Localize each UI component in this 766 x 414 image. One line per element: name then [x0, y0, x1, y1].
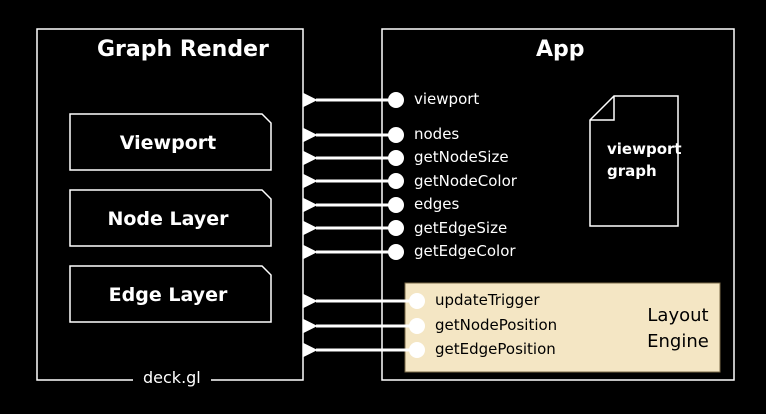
- engine-arrow-1: [302, 318, 425, 334]
- prop-nodes: nodes: [414, 125, 460, 143]
- app-document-shape: [589, 95, 679, 227]
- prop-get-node-size: getNodeSize: [414, 148, 509, 166]
- app-arrow-1: [302, 127, 404, 143]
- engine-arrow-2-dot: [409, 342, 425, 358]
- engine-arrow-2: [302, 342, 425, 358]
- app-arrow-5-dot: [388, 220, 404, 236]
- prop-get-edge-size: getEdgeSize: [414, 219, 508, 237]
- graph-render-title: Graph Render: [97, 37, 269, 62]
- viewport-layer-box: [69, 113, 272, 171]
- app-arrow-2: [302, 150, 404, 166]
- document-line-graph: graph: [607, 162, 657, 180]
- graph-render-box: [36, 28, 304, 381]
- prop-viewport: viewport: [414, 90, 480, 108]
- app-arrow-6: [302, 244, 404, 260]
- engine-arrow-1-dot: [409, 318, 425, 334]
- app-arrow-3-dot: [388, 173, 404, 189]
- app-arrow-3: [302, 173, 404, 189]
- prop-get-node-position: getNodePosition: [435, 316, 558, 334]
- app-arrow-5: [302, 220, 404, 236]
- app-arrow-6-dot: [388, 244, 404, 260]
- app-arrow-0-dot: [388, 92, 404, 108]
- document-line-viewport: viewport: [607, 140, 682, 158]
- deck-gl-label: deck.gl: [133, 370, 211, 386]
- layout-engine-title-line-2: Engine: [647, 331, 709, 352]
- engine-arrows: [302, 293, 425, 358]
- layout-engine-title-line-1: Layout: [647, 305, 709, 326]
- edge-layer-label: Edge Layer: [108, 284, 228, 306]
- layout-engine-box: [404, 282, 721, 373]
- node-layer-box: [69, 189, 272, 247]
- app-title: App: [536, 37, 585, 62]
- edge-layer-box: [69, 265, 272, 323]
- app-arrows: [302, 92, 404, 260]
- engine-arrow-0: [302, 293, 425, 309]
- prop-update-trigger: updateTrigger: [435, 291, 540, 309]
- viewport-layer-label: Viewport: [119, 132, 217, 154]
- app-arrow-0: [302, 92, 404, 108]
- app-arrow-1-dot: [388, 127, 404, 143]
- prop-get-edge-color: getEdgeColor: [414, 242, 516, 260]
- engine-arrow-0-dot: [409, 293, 425, 309]
- node-layer-label: Node Layer: [107, 208, 229, 230]
- prop-edges: edges: [414, 195, 460, 213]
- app-arrow-4-dot: [388, 197, 404, 213]
- app-arrow-4: [302, 197, 404, 213]
- prop-get-edge-position: getEdgePosition: [435, 340, 556, 358]
- app-arrow-2-dot: [388, 150, 404, 166]
- prop-get-node-color: getNodeColor: [414, 172, 517, 190]
